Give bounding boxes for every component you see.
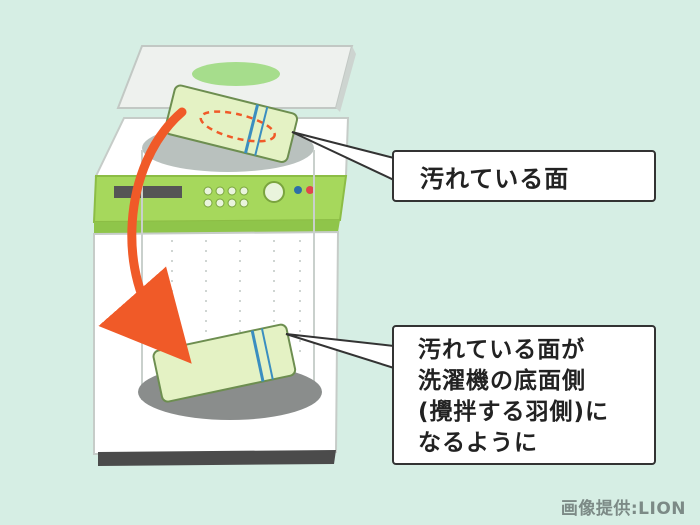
laundry-bag-top: [164, 84, 299, 163]
control-panel: [92, 175, 348, 234]
laundry-bag-bottom: [152, 323, 297, 403]
instruction-line: 汚れている面が: [418, 337, 586, 363]
instruction-line: なるように: [418, 430, 538, 456]
image-credit: 画像提供:LION: [560, 499, 686, 519]
callout-dirty-side: 汚れている面: [392, 150, 656, 202]
callout-instruction: 汚れている面が 洗濯機の底面側 (攪拌する羽側)に なるように: [392, 325, 656, 465]
flip-arrow: [98, 107, 192, 364]
lid-window: [192, 62, 280, 86]
instruction-line: (攪拌する羽側)に: [418, 399, 610, 425]
instruction-line: 洗濯機の底面側: [418, 368, 586, 394]
bag-seal: [250, 330, 265, 382]
button-grid: [203, 186, 249, 208]
dial-knob: [263, 181, 285, 203]
bag-seal: [244, 104, 260, 154]
red-indicator: [306, 186, 314, 194]
stain-marker: [199, 110, 276, 143]
callout-dirty-side-text: 汚れている面: [420, 164, 570, 193]
machine-base: [98, 450, 336, 466]
display-panel: [114, 186, 182, 198]
blue-indicator: [294, 186, 302, 194]
bag-seal: [254, 106, 269, 156]
bag-seal: [260, 328, 274, 380]
